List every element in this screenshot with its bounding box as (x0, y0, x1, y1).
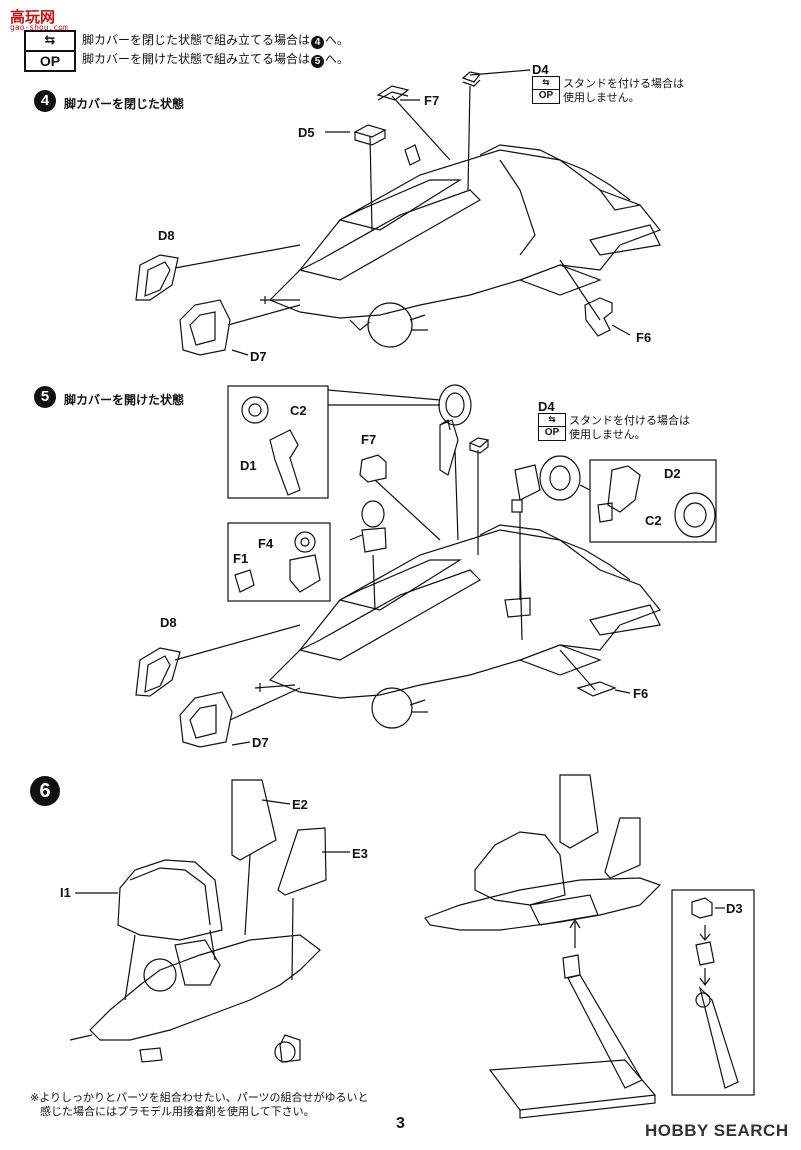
page-number: 3 (396, 1115, 405, 1132)
site-logo-url: gao-shou.com (10, 23, 68, 32)
site-logo: 高玩网 (10, 9, 56, 26)
op-icon-step5: ⇆ OP (538, 413, 566, 441)
step-ref-5: 5 (311, 55, 325, 68)
step-5-title: 脚カバーを開けた状態 (64, 393, 185, 407)
step5-stand-note-2: 使用しません。 (569, 428, 646, 441)
step5-parts (135, 384, 717, 748)
label-step5-D4: D4 (538, 399, 555, 414)
label-step4-D4: D4 (532, 62, 549, 77)
label-step4-D8: D8 (158, 228, 175, 243)
label-step5-C2: C2 (290, 403, 307, 418)
step-5-number: 5 (34, 386, 56, 408)
op-icon-header: ⇆ OP (24, 30, 76, 72)
op-icon-step4: ⇆ OP (532, 76, 560, 104)
step5-aircraft-drawing (254, 524, 661, 729)
label-step6-E3: E3 (352, 846, 368, 861)
label-step4-D5: D5 (298, 125, 315, 140)
step4-stand-note-1: スタンドを付ける場合は (563, 77, 684, 90)
step-4-title: 脚カバーを閉じた状態 (64, 97, 185, 111)
label-step4-D7: D7 (250, 349, 267, 364)
label-step5-F4: F4 (258, 536, 274, 551)
label-step5-F6: F6 (633, 686, 649, 701)
step4-stand-note-2: 使用しません。 (563, 91, 640, 104)
hobby-search-watermark: HOBBY SEARCH (645, 1121, 789, 1140)
step6-right-drawing (424, 774, 755, 1119)
label-step5-D8: D8 (160, 615, 177, 630)
step5-stand-note-1: スタンドを付ける場合は (569, 414, 690, 427)
footer-note-1: ※よりしっかりとパーツを組合わせたい、パーツの組合せがゆるいと (30, 1091, 369, 1104)
step-ref-4: 4 (311, 36, 325, 49)
step4-aircraft-drawing (260, 144, 661, 348)
label-step5-D2: D2 (664, 466, 681, 481)
label-step5-D1: D1 (240, 458, 257, 473)
step-4-number: 4 (34, 90, 56, 112)
step4-parts (135, 69, 631, 356)
label-step6-D3: D3 (726, 901, 743, 916)
label-step5-F7: F7 (361, 432, 377, 447)
step6-left-drawing (69, 779, 350, 1063)
label-step6-E2: E2 (292, 797, 308, 812)
label-step5-F1: F1 (233, 551, 249, 566)
swap-arrows-icon: ⇆ (26, 32, 74, 52)
label-step5-D7: D7 (252, 735, 269, 750)
footer-note-2: 感じた場合にはプラモデル用接着剤を使用して下さい。 (40, 1105, 315, 1118)
label-step4-F7: F7 (424, 93, 440, 108)
label-step5-C2-right: C2 (645, 513, 662, 528)
step-6-number: 6 (30, 776, 60, 806)
label-step4-F6: F6 (636, 330, 652, 345)
label-step6-I1: I1 (60, 885, 71, 900)
